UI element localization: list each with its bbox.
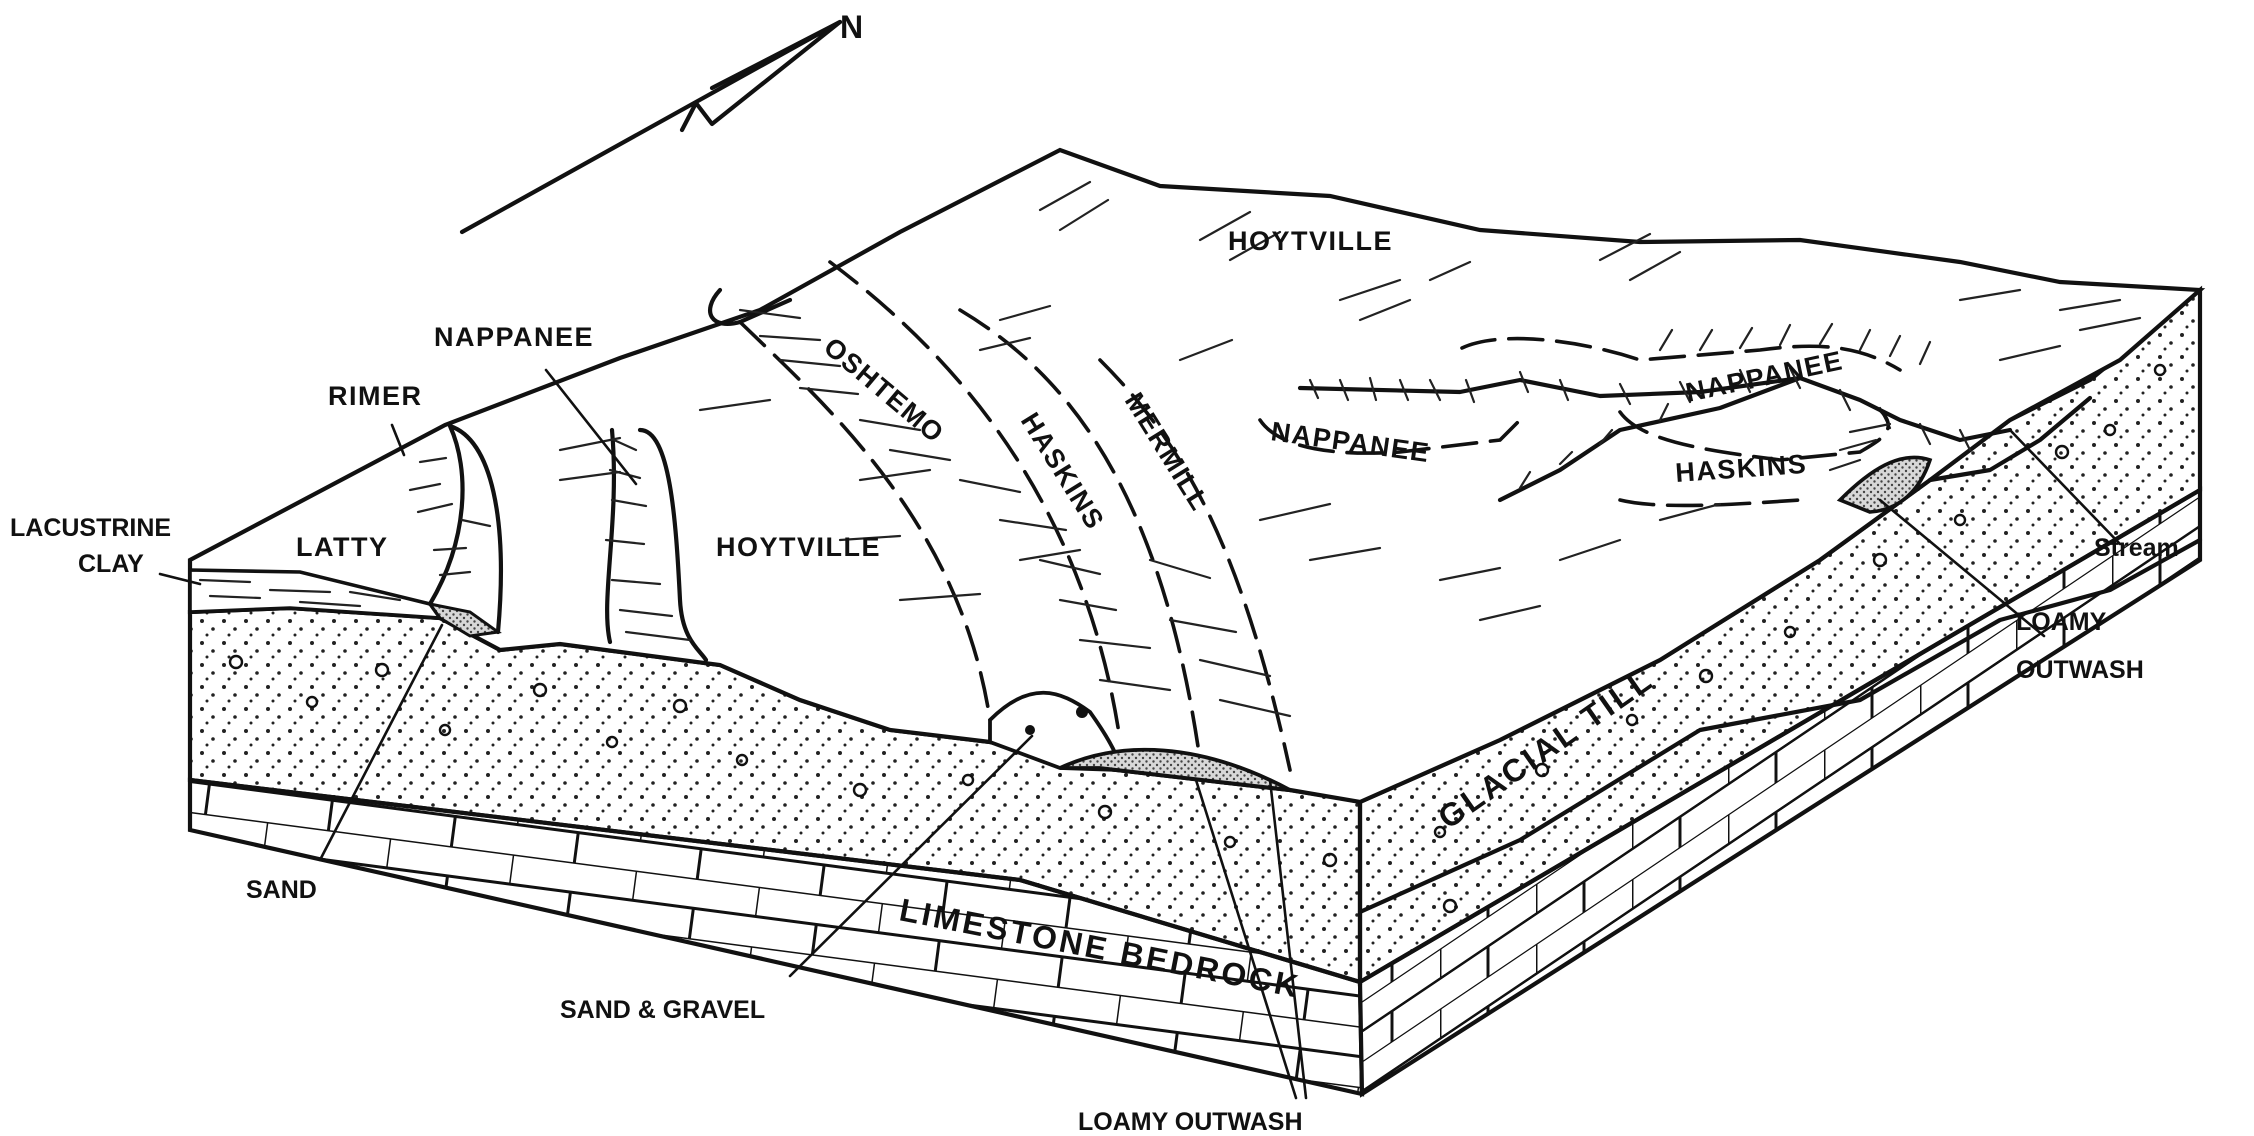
label-sand-gravel: SAND & GRAVEL <box>560 996 765 1024</box>
label-loamy: LOAMY <box>2016 608 2107 636</box>
label-outwash: OUTWASH <box>2016 656 2144 684</box>
label-clay: CLAY <box>78 550 144 578</box>
label-hoytville-top: HOYTVILLE <box>1228 226 1393 256</box>
material-labels: LACUSTRINE CLAY SAND SAND & GRAVEL LOAMY… <box>10 514 2179 1136</box>
north-arrow: N <box>459 9 866 235</box>
label-loamy-outwash-bottom: LOAMY OUTWASH <box>1078 1108 1303 1136</box>
till-pebbles <box>228 363 2167 914</box>
ridge-rimer <box>408 423 503 635</box>
label-sand: SAND <box>246 876 317 904</box>
limestone-bedrock-layer: LIMESTONE BEDROCK <box>187 486 2203 1098</box>
outwash-bands <box>707 260 1292 772</box>
loamy-outwash-right-pocket <box>1828 422 1933 514</box>
lacustrine-clay-wedge <box>188 568 502 638</box>
ridge-nappanee-left <box>604 427 709 663</box>
surface-hachures <box>558 180 2142 622</box>
glacial-till-layer: GLACIAL TILL <box>187 285 2203 986</box>
label-stream: Stream <box>2094 534 2179 562</box>
label-nappanee-left: NAPPANEE <box>434 322 594 352</box>
sand-gravel-pocket <box>988 690 1122 772</box>
nappanee-right-outlines <box>1258 322 1932 508</box>
label-rimer: RIMER <box>328 381 423 411</box>
loamy-outwash-pocket <box>1059 747 1291 792</box>
north-label: N <box>840 9 866 45</box>
label-latty: LATTY <box>296 532 388 562</box>
label-lacustrine: LACUSTRINE <box>10 514 171 542</box>
label-hoytville-mid: HOYTVILLE <box>716 532 881 562</box>
leader-lines <box>158 368 2122 1100</box>
